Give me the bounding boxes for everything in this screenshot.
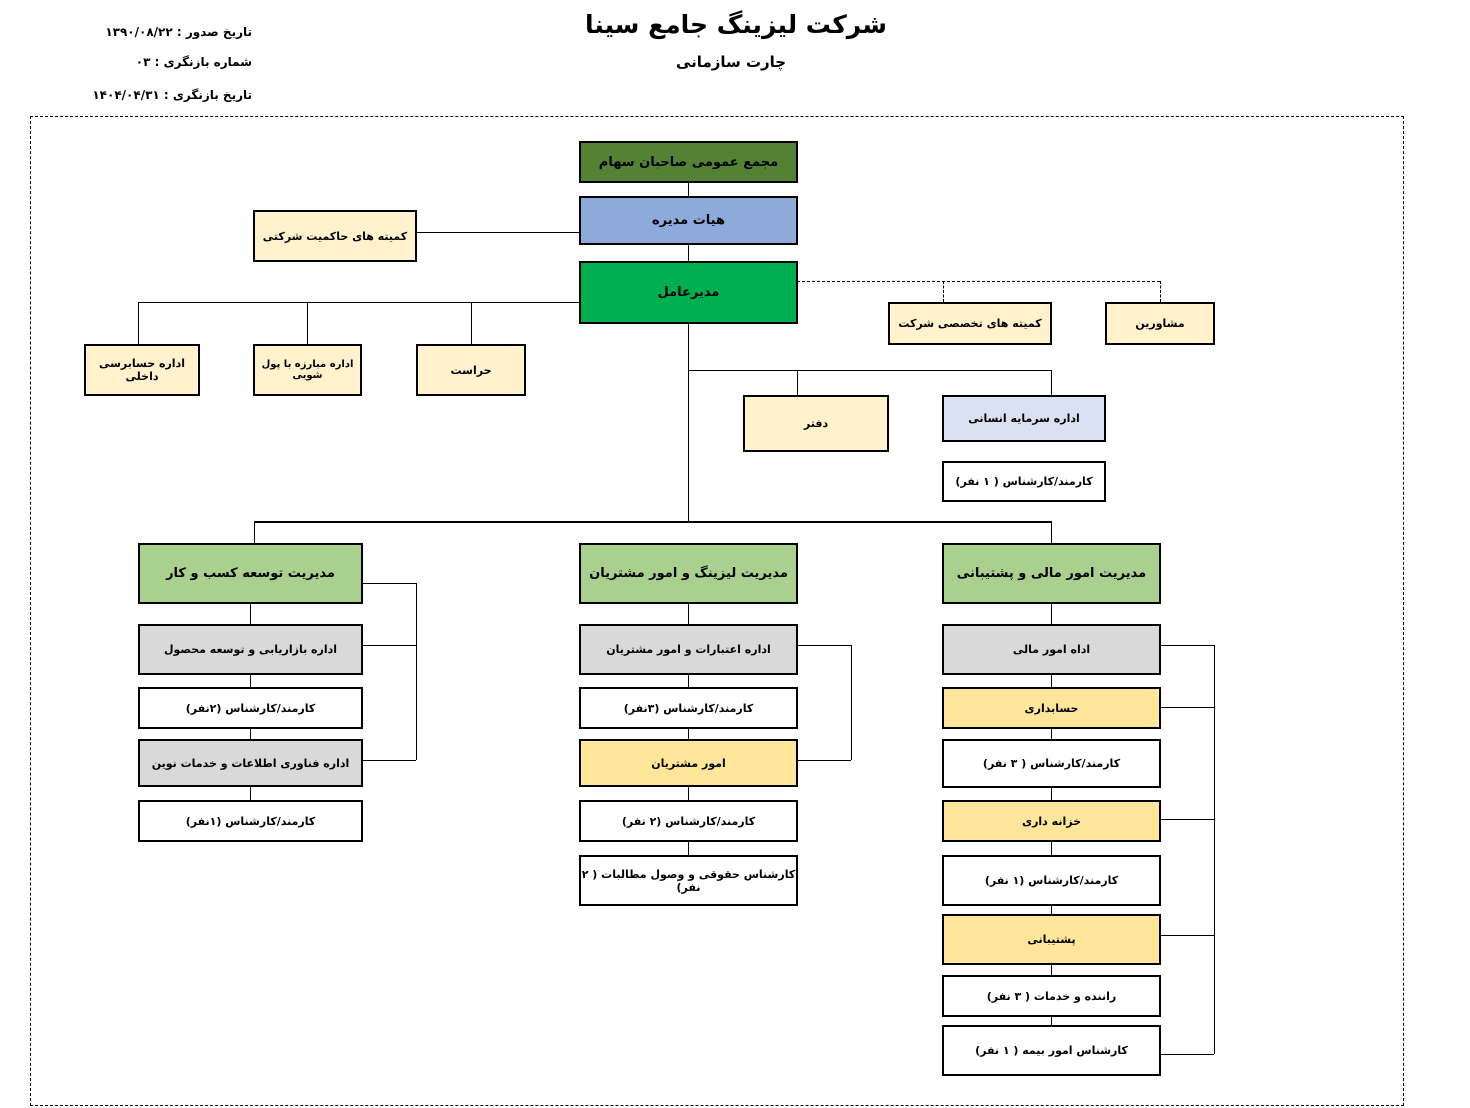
connector [688,182,689,522]
finance-management-box: مدیریت امور مالی و پشتیبانی [942,543,1161,604]
security-box: حراست [416,344,526,396]
connector [1160,1054,1214,1055]
connector [362,760,416,761]
ceo-box: مدیرعامل [579,261,798,324]
accounting-box: حسابداری [942,687,1161,729]
leasing-management-box: مدیریت لیزینگ و امور مشتریان [579,543,798,604]
treasury-staff-box: کارمند/کارشناس (۱ نفر) [942,855,1161,906]
revision-number: شماره بازنگری : ۰۳ [135,55,252,69]
connector [688,370,1051,371]
board-box: هیات مدیره [579,196,798,245]
internal-audit-box: اداره حسابرسی داخلی [84,344,200,396]
advisors-box: مشاورین [1105,302,1215,345]
connector [138,302,579,303]
connector [254,521,1051,523]
connector [1051,370,1052,395]
chart-frame [30,116,1404,1106]
legal-box: کارشناس حقوقی و وصول مطالبات ( ۲ نفر) [579,855,798,906]
accounting-staff-box: کارمند/کارشناس ( ۳ نفر) [942,739,1161,788]
treasury-box: خزانه داری [942,800,1161,842]
connector [797,370,798,395]
connector [851,645,852,760]
connector [1160,819,1214,820]
it-dept-box: اداره فناوری اطلاعات و خدمات نوین [138,739,363,787]
dashed-connector [943,281,944,302]
dashed-connector [1160,281,1161,302]
credit-dept-box: اداره اعتبارات و امور مشتریان [579,624,798,675]
connector [1214,645,1215,1054]
customers-box: امور مشتریان [579,739,798,787]
issue-date: تاریخ صدور : ۱۳۹۰/۰۸/۲۲ [105,25,252,39]
shareholders-box: مجمع عمومی صاحبان سهام [579,141,798,183]
connector [1160,707,1214,708]
company-title: شرکت لیزینگ جامع سینا [585,10,887,39]
dashed-connector [797,281,1160,282]
hr-box: اداره سرمایه انسانی [942,395,1106,442]
marketing-dept-box: اداره بازاریابی و توسعه محصول [138,624,363,675]
marketing-staff-box: کارمند/کارشناس (۲نفر) [138,687,363,729]
governance-committees-box: کمیته های حاکمیت شرکتی [253,210,417,262]
it-staff-box: کارمند/کارشناس (۱نفر) [138,800,363,842]
insurance-box: کارشناس امور بیمه ( ۱ نفر) [942,1025,1161,1076]
chart-subtitle: چارت سازمانی [676,53,787,71]
connector [362,583,416,584]
connector [307,302,308,344]
drivers-box: راننده و خدمات ( ۳ نفر) [942,975,1161,1017]
connector [138,302,139,344]
connector [416,583,417,760]
connector [1051,521,1052,543]
connector [797,645,851,646]
connector [1160,935,1214,936]
finance-dept-box: اداه امور مالی [942,624,1161,675]
connector [688,603,689,855]
hr-staff-box: کارمند/کارشناس ( ۱ نفر) [942,461,1106,502]
connector [416,232,579,233]
customers-staff-box: کارمند/کارشناس (۲ نفر) [579,800,798,842]
connector [254,521,255,543]
specialized-committees-box: کمیته های تخصصی شرکت [888,302,1052,345]
support-box: پشتیبانی [942,914,1161,965]
credit-staff-box: کارمند/کارشناس (۳نفر) [579,687,798,729]
office-box: دفتر [743,395,889,452]
connector [1160,645,1214,646]
connector [471,302,472,344]
connector [362,645,416,646]
business-development-management-box: مدیریت توسعه کسب و کار [138,543,363,604]
revision-date: تاریخ بازنگری : ۱۴۰۴/۰۴/۳۱ [92,88,252,102]
aml-box: اداره مبارزه با پول شویی [253,344,362,396]
connector [797,760,851,761]
